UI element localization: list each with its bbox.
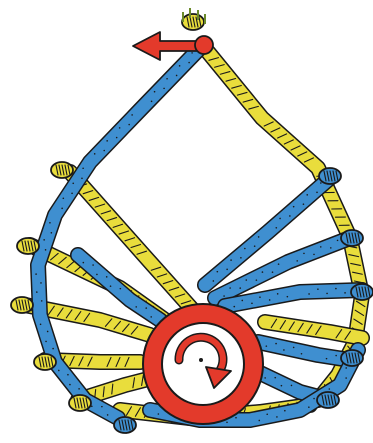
red-dot-marker <box>195 36 213 54</box>
yellow-rope-right-spoke <box>265 319 362 339</box>
knot-right-4 <box>341 350 363 366</box>
center-point <box>199 358 203 362</box>
knot-top <box>182 14 204 30</box>
knot-left-2 <box>17 238 39 254</box>
knot-right-1 <box>319 168 341 184</box>
knot-left-4 <box>34 354 56 370</box>
knot-right-3 <box>351 284 373 300</box>
knot-left-1 <box>51 162 73 178</box>
knot-right-2 <box>341 230 363 246</box>
knot-left-3 <box>11 297 33 313</box>
knot-bottom-1 <box>114 417 136 433</box>
center-ring <box>143 304 263 424</box>
knot-left-5 <box>69 395 91 411</box>
knot-right-5 <box>317 392 339 408</box>
blue-rope-right-spoke-4 <box>258 342 350 360</box>
